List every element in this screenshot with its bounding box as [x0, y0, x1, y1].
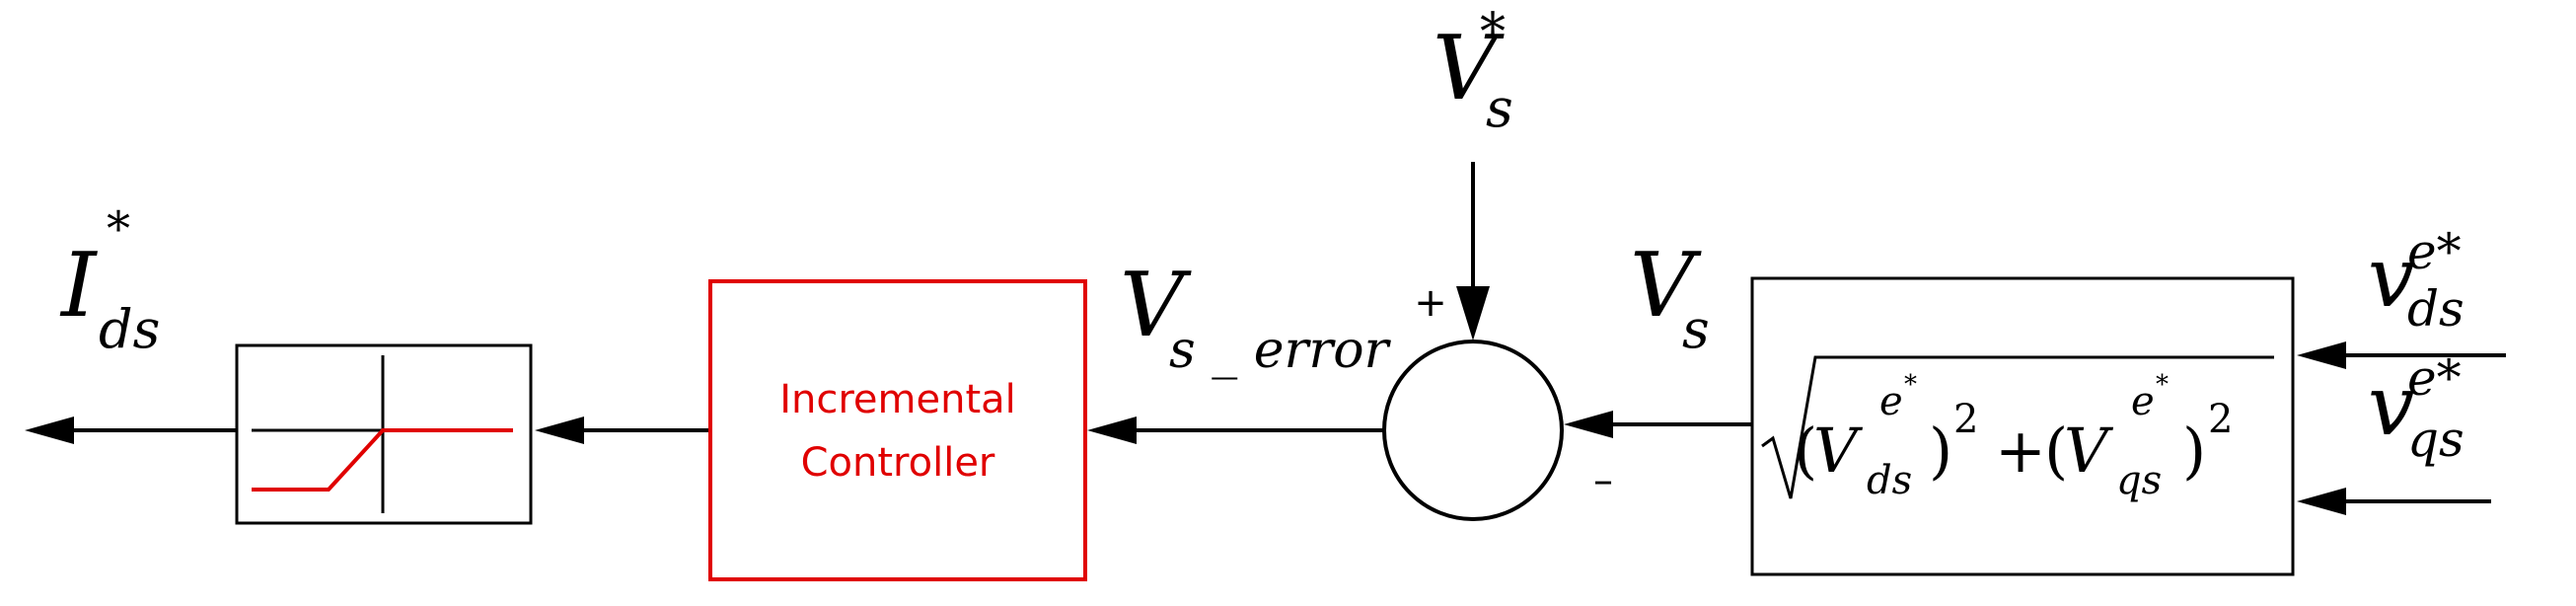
sum-minus-sign: –	[1593, 458, 1613, 503]
sum-plus-sign: +	[1414, 280, 1447, 326]
formula-sup-star-1: *	[1904, 370, 1917, 400]
reference-label-main: V	[1433, 17, 1505, 120]
signal-lines	[25, 162, 2506, 515]
sum-feedback-arrowhead	[1564, 411, 1613, 438]
reference-label: V * s	[1433, 3, 1513, 139]
limiter-frame	[235, 343, 533, 525]
controller-label-line2: Controller	[801, 440, 995, 486]
formula-sup-e-2: e	[2131, 379, 2155, 424]
incremental-controller-block: Incremental Controller	[708, 279, 1087, 581]
input-d-label: v e* ds	[2368, 223, 2465, 338]
input-q-label-sub: qs	[2407, 411, 2465, 468]
controller-label-line1: Incremental	[779, 377, 1016, 422]
reference-label-sup: *	[1480, 3, 1506, 62]
limiter-input-arrowhead	[535, 417, 584, 444]
output-arrowhead	[25, 417, 74, 444]
input-q-label-main: v	[2368, 357, 2414, 454]
controller-input-arrowhead	[1087, 417, 1137, 444]
summing-junction: + –	[1382, 280, 1613, 521]
formula-close-paren-2: )	[2182, 415, 2206, 487]
sqrt-sign	[1761, 355, 2274, 499]
error-label-sub: s _ error	[1169, 321, 1392, 380]
output-label: I * ds	[59, 201, 160, 360]
input-d-label-sup: e*	[2407, 223, 2462, 280]
output-label-main: I	[59, 234, 98, 338]
output-label-sub: ds	[99, 298, 160, 360]
input-q-label-sup: e*	[2407, 349, 2462, 407]
formula-sub-qs: qs	[2116, 458, 2162, 503]
sum-circle	[1382, 340, 1564, 521]
input-d-label-main: v	[2368, 229, 2414, 326]
magnitude-block: ( V e * ds ) 2 + ( V e * qs ) 2	[1750, 276, 2295, 576]
limiter-block	[235, 343, 533, 525]
formula-close-paren-1: )	[1929, 415, 1952, 487]
formula-v-2: V	[2064, 415, 2114, 487]
feedback-label: V s	[1630, 234, 1710, 360]
formula-open-paren-2: (	[2044, 415, 2068, 487]
input-q-arrowhead	[2297, 488, 2346, 515]
reference-label-sub: s	[1486, 77, 1513, 139]
formula-v-1: V	[1813, 415, 1864, 487]
formula-pow-1: 2	[1953, 397, 1978, 442]
input-q-label: v e* qs	[2368, 349, 2465, 468]
formula-sub-ds: ds	[1867, 458, 1912, 503]
input-d-label-sub: ds	[2407, 280, 2465, 338]
controller-frame	[708, 279, 1087, 581]
magnitude-frame	[1750, 276, 2295, 576]
error-label-main: V	[1120, 254, 1192, 357]
limiter-curve	[252, 428, 513, 492]
formula-sup-star-2: *	[2156, 370, 2169, 400]
input-d-arrowhead	[2297, 341, 2346, 369]
error-label: V s _ error	[1120, 254, 1392, 380]
feedback-label-sub: s	[1682, 298, 1710, 360]
sum-reference-arrowhead	[1456, 286, 1490, 341]
formula-open-paren-1: (	[1794, 415, 1817, 487]
feedback-label-main: V	[1630, 234, 1702, 338]
formula-pow-2: 2	[2208, 397, 2233, 442]
output-label-sup: *	[107, 201, 130, 257]
formula-plus: +	[1995, 415, 2046, 487]
formula-sup-e-1: e	[1879, 379, 1903, 424]
